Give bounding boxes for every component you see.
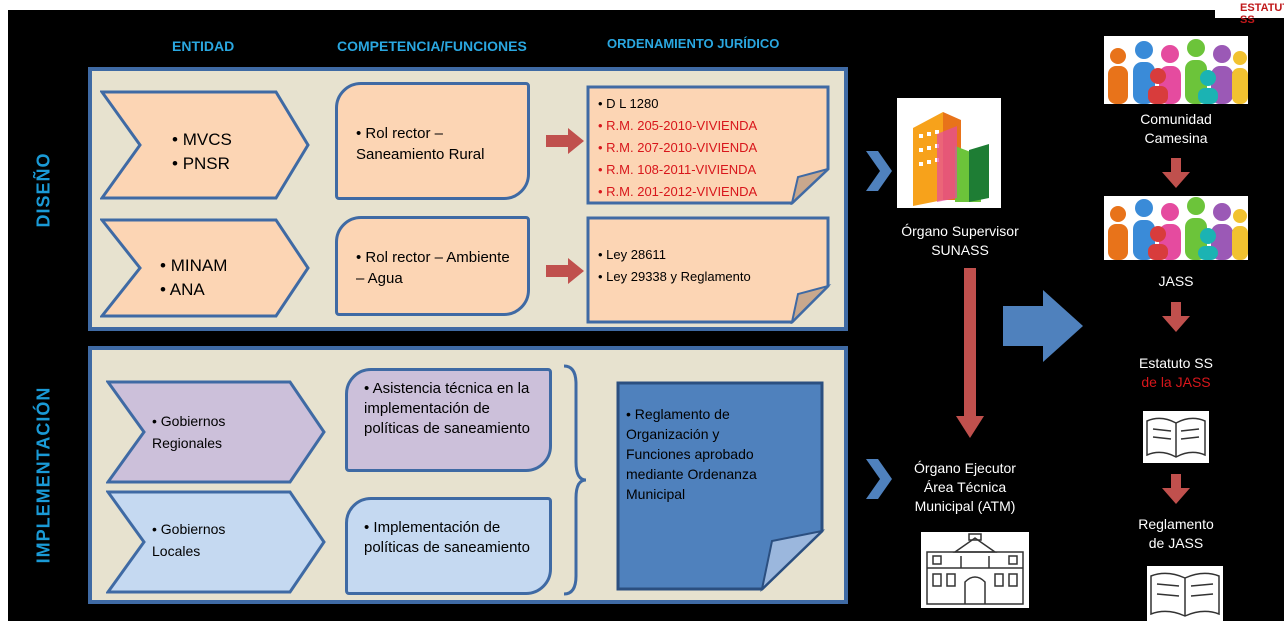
legal-row1-item5: R.M. 201-2012-VIVIENDA: [598, 181, 757, 203]
top-right-strip: [1215, 0, 1284, 18]
legal-text-implementacion: Reglamento de Organización y Funciones a…: [626, 404, 786, 504]
legal-row1-item4: R.M. 108-2011-VIVIENDA: [598, 159, 757, 181]
book-icon-estatuto: [1143, 411, 1209, 463]
people-crowd-icon-top: [1104, 36, 1248, 104]
top-right-cut-label: ESTATUTO SS: [1240, 2, 1284, 26]
function-text-row1: Rol rector – Saneamiento Rural: [356, 125, 484, 163]
legal-list-row2: Ley 28611 Ley 29338 y Reglamento: [598, 244, 751, 288]
legal-list-row1: D L 1280 R.M. 205-2010-VIVIENDA R.M. 207…: [598, 93, 757, 203]
function-text-regionales: Asistencia técnica en la implementación …: [364, 380, 530, 437]
function-box-locales: Implementación de políticas de saneamien…: [345, 497, 552, 595]
entity-mvcs: MVCS: [172, 128, 232, 152]
ejecutor-label: Órgano Ejecutor Área Técnica Municipal (…: [895, 459, 1035, 516]
red-arrow-down-1: [1162, 158, 1190, 195]
legal-row2-item1: Ley 28611: [598, 244, 751, 266]
legal-row1-item3: R.M. 207-2010-VIVIENDA: [598, 137, 757, 159]
entity-pnsr: PNSR: [172, 152, 232, 176]
entity-ana: ANA: [160, 278, 227, 302]
estatuto-line1: Estatuto SS: [1139, 355, 1213, 371]
red-arrow-down-2: [1162, 302, 1190, 339]
entity-locales: Gobiernos Locales: [152, 518, 242, 562]
entity-minam: MINAM: [160, 254, 228, 278]
red-arrow-row1: [546, 128, 586, 159]
building-icon: [897, 98, 1001, 208]
red-arrow-down-3: [1162, 474, 1190, 511]
header-competencia: COMPETENCIA/FUNCIONES: [337, 38, 527, 54]
header-ordenamiento: ORDENAMIENTO JURÍDICO: [607, 36, 780, 51]
header-entidad: ENTIDAD: [172, 38, 235, 54]
entity-list-row2: MINAM ANA: [160, 254, 228, 302]
estatuto-label: Estatuto SS de la JASS: [1104, 354, 1248, 392]
entity-regionales: Gobiernos Regionales: [152, 410, 262, 454]
book-icon-reglamento: [1147, 566, 1223, 621]
comunidad-label: Comunidad Camesina: [1104, 110, 1248, 148]
reglamento-label: Reglamento de JASS: [1104, 515, 1248, 553]
supervisor-line1: Órgano Supervisor: [901, 223, 1019, 239]
estatuto-line2: de la JASS: [1141, 374, 1211, 390]
comunidad-line1: Comunidad: [1140, 111, 1212, 127]
reglamento-line2: de JASS: [1148, 535, 1204, 551]
chevron-supervisor: [866, 151, 892, 196]
legal-row2-item2: Ley 29338 y Reglamento: [598, 266, 751, 288]
jass-label: JASS: [1158, 273, 1194, 289]
section-label-implementacion: IMPLEMENTACIÓN: [33, 386, 54, 564]
ejecutor-line1: Órgano Ejecutor: [914, 460, 1016, 476]
entity-list-row1: MVCS PNSR: [172, 128, 232, 176]
reglamento-line1: Reglamento: [1138, 516, 1214, 532]
chevron-ejecutor: [866, 459, 892, 504]
ejecutor-line3: Municipal (ATM): [914, 498, 1016, 514]
municipal-building-icon: [921, 532, 1029, 608]
supervisor-line2: SUNASS: [931, 242, 989, 258]
function-text-row2: Rol rector – Ambiente – Agua: [356, 249, 510, 287]
function-box-row2: Rol rector – Ambiente – Agua: [335, 216, 530, 316]
red-arrow-row2: [546, 258, 586, 289]
function-box-regionales: Asistencia técnica en la implementación …: [345, 368, 552, 472]
comunidad-line2: Camesina: [1144, 130, 1208, 146]
function-text-locales: Implementación de políticas de saneamien…: [364, 519, 530, 556]
legal-row1-item2: R.M. 205-2010-VIVIENDA: [598, 115, 757, 137]
red-arrow-down-supervisor: [956, 268, 984, 445]
function-box-row1: Rol rector – Saneamiento Rural: [335, 82, 530, 200]
blue-arrow-right: [1003, 290, 1085, 367]
supervisor-label: Órgano Supervisor SUNASS: [885, 222, 1035, 260]
ejecutor-line2: Área Técnica: [923, 479, 1007, 495]
legal-row1-item1: D L 1280: [598, 93, 757, 115]
legal-doc-implementacion: [616, 381, 826, 598]
people-crowd-icon-jass: [1104, 196, 1248, 260]
section-label-diseno: DISEÑO: [33, 152, 54, 228]
grouping-brace: [560, 362, 590, 603]
